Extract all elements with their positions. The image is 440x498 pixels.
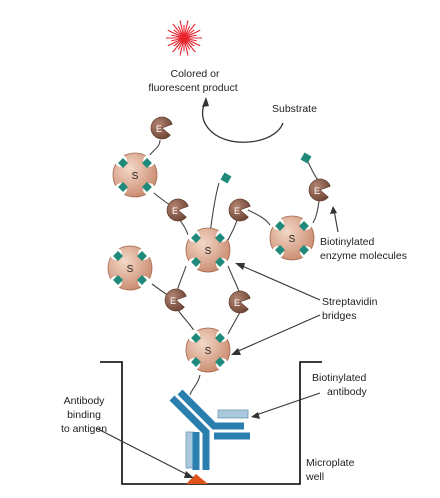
antibody-pointer-arrow (255, 392, 321, 416)
antibody-label-line1: Biotinylated (312, 372, 366, 384)
biotin-tag-icon (191, 233, 201, 243)
substrate-arrow (201, 99, 284, 143)
strep-label-line2: bridges (322, 310, 356, 322)
product-label-line1: Colored or (170, 68, 220, 80)
streptavidin-letter: S (289, 234, 296, 245)
antibody-pointer-arrowhead (251, 412, 260, 419)
strep-label-line1: Streptavidin (322, 296, 378, 308)
strep-pointer-arrow-lower (235, 314, 321, 353)
biotinylated-antibody (169, 374, 250, 470)
biotin-tag-icon (215, 233, 225, 243)
enzyme-molecule: E (308, 178, 331, 202)
binding-label-line2: binding (67, 409, 101, 421)
enzyme-molecule: E (166, 198, 189, 222)
strep-pointer-arrowhead-lower (231, 348, 241, 355)
well-label-line1: Microplate (306, 457, 355, 469)
streptavidin-letter: S (132, 171, 139, 182)
binding-label-line1: Antibody (64, 395, 106, 407)
product-label-line2: fluorescent product (148, 82, 237, 94)
antibody-label-line2: antibody (327, 386, 367, 398)
streptavidin-molecule: S (185, 227, 231, 273)
biotin-tag-icon (142, 158, 152, 168)
enzyme-letter: E (156, 124, 162, 134)
streptavidin-letter: S (127, 264, 134, 275)
enzyme-letter: E (314, 186, 320, 196)
enzyme-letter: E (234, 298, 240, 308)
streptavidin-letter: S (205, 346, 212, 357)
streptavidin-molecule: S (112, 152, 158, 198)
biotin-tag-icon (118, 158, 128, 168)
fluorescent-starburst-icon (166, 20, 202, 56)
enzyme-letter: E (234, 206, 240, 216)
strep-pointer-arrow-upper (239, 264, 321, 301)
well-label-line2: well (305, 471, 324, 483)
enzyme-label-line2: enzyme molecules (320, 250, 407, 262)
streptavidin-molecule: S (107, 245, 153, 291)
enzyme-pointer-arrow (333, 209, 339, 233)
enzyme-molecule: E (228, 290, 251, 314)
enzyme-label-line1: Biotinylated (320, 236, 374, 248)
antigen-pointer-arrow (95, 427, 191, 477)
substrate-arrowhead (202, 97, 209, 107)
enzyme-letter: E (170, 296, 176, 306)
binding-label-line3: to antigen (61, 423, 107, 435)
streptavidin-molecule: S (269, 215, 315, 261)
substrate-label: Substrate (272, 103, 317, 115)
microplate-well (100, 361, 322, 485)
enzyme-pointer-arrowhead (330, 206, 337, 214)
enzyme-molecule: E (164, 288, 187, 312)
biotin-tag-icon (142, 182, 152, 192)
enzyme-molecule: E (150, 116, 173, 140)
enzyme-molecule: E (228, 198, 251, 222)
enzyme-letter: E (172, 206, 178, 216)
biotin-tag-icon (118, 182, 128, 192)
biotin-tag-icon (220, 172, 232, 184)
antigen-pointer-arrowhead (184, 471, 194, 478)
antigen-triangle (186, 474, 208, 484)
streptavidin-molecule: S (185, 327, 231, 373)
biotin-tag-icon (300, 152, 312, 164)
streptavidin-letter: S (205, 246, 212, 257)
strep-pointer-arrowhead-upper (235, 263, 245, 270)
